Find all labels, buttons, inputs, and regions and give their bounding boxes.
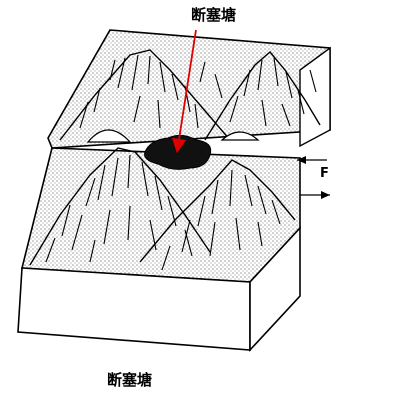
front-block — [17, 147, 301, 353]
fault-arrow-lower — [321, 191, 330, 199]
front-ridge-right — [139, 159, 296, 263]
pond-label: 断塞塘 — [191, 6, 237, 24]
back-block-top-surface — [47, 29, 331, 149]
fault-label: F — [320, 166, 329, 181]
back-hachures — [79, 54, 317, 129]
back-valley-opening-left — [86, 129, 132, 143]
back-ridge-left — [59, 49, 231, 141]
back-ridge-right — [204, 51, 321, 141]
fault-arrow-upper — [297, 156, 306, 164]
pond-pointer-arrow — [171, 29, 197, 154]
front-block-top-surface — [20, 147, 301, 283]
fault-markers — [297, 156, 330, 199]
back-block-side-face — [299, 46, 331, 148]
figure-caption: 断塞塘 — [107, 371, 153, 389]
front-block-right-face — [249, 225, 301, 353]
front-ridge-left — [29, 147, 211, 266]
front-block-front-face — [17, 267, 251, 351]
front-hachures — [45, 154, 281, 271]
back-block — [47, 29, 331, 149]
back-valley-opening-right — [220, 131, 260, 141]
